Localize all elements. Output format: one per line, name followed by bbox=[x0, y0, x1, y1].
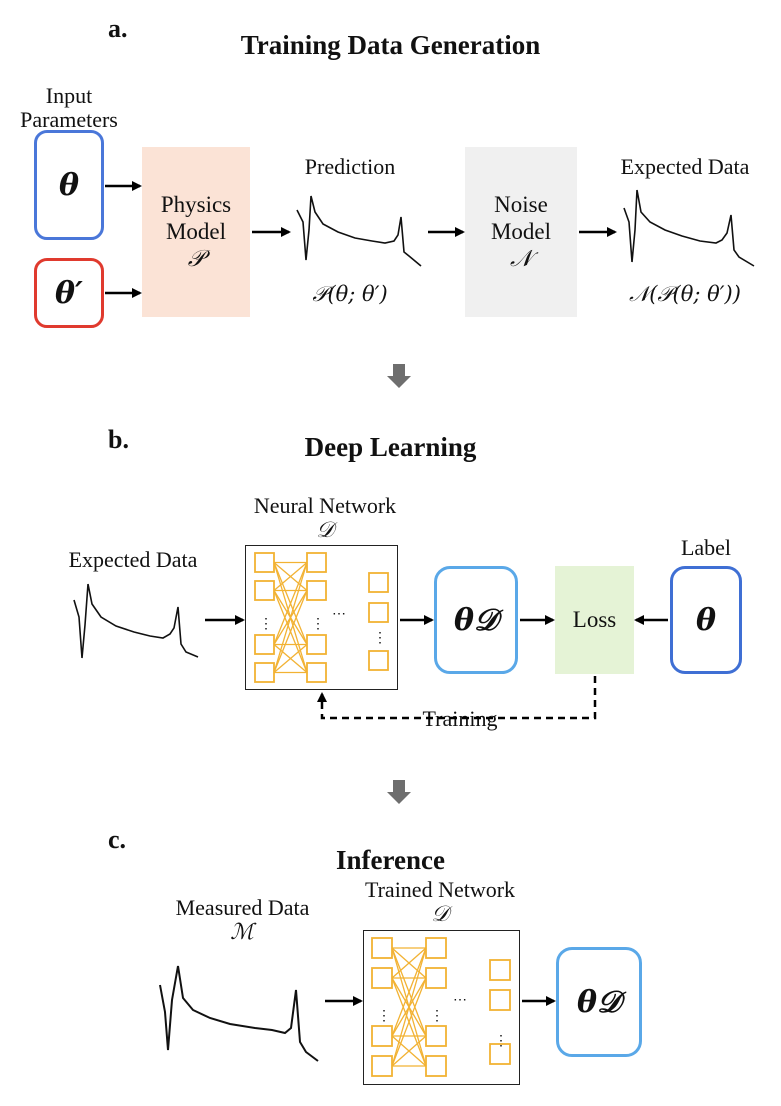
neuron-connection bbox=[391, 947, 427, 979]
ellipsis-glyph: ⋮ bbox=[430, 1009, 444, 1024]
label-title: Label bbox=[680, 535, 732, 560]
physics-model-line1: Physics bbox=[160, 191, 232, 217]
theta-input-box: θ bbox=[34, 130, 104, 240]
noise-model-symbol: 𝒩 bbox=[509, 245, 533, 272]
label-box: θ bbox=[670, 566, 742, 674]
panel-c-title: Inference bbox=[336, 845, 445, 875]
neuron-connection bbox=[273, 644, 308, 673]
panel-b-title: Deep Learning bbox=[304, 432, 477, 462]
panel-c-letter: c. bbox=[108, 825, 127, 854]
ellipsis-glyph: ⋯ bbox=[453, 993, 467, 1008]
neuron-connection bbox=[273, 562, 308, 591]
theta-d-output-box: θ𝒟 bbox=[434, 566, 518, 674]
neuron-connection bbox=[273, 562, 308, 673]
neuron-node bbox=[425, 937, 447, 959]
neuron-node bbox=[371, 1025, 393, 1047]
prediction-label: Prediction bbox=[304, 154, 396, 179]
ellipsis-glyph: ⋮ bbox=[311, 617, 325, 632]
neuron-node bbox=[371, 937, 393, 959]
loss-label: Loss bbox=[572, 607, 617, 632]
signal-trace-icon bbox=[159, 965, 319, 1062]
ellipsis-glyph: ⋮ bbox=[494, 1034, 508, 1049]
physics-model-box: Physics Model 𝒫 bbox=[142, 147, 250, 317]
theta-d-inference-box: θ𝒟 bbox=[556, 947, 642, 1057]
signal-trace-icon bbox=[73, 583, 199, 659]
neuron-node bbox=[371, 967, 393, 989]
neuron-connection bbox=[391, 947, 427, 1037]
ellipsis-glyph: ⋯ bbox=[332, 607, 346, 622]
signal-trace-icon bbox=[623, 189, 755, 267]
physics-model-line2: Model bbox=[165, 219, 227, 245]
neuron-node bbox=[306, 552, 327, 573]
neuron-node bbox=[489, 989, 511, 1011]
ellipsis-glyph: ⋮ bbox=[259, 617, 273, 632]
neural-network-label: Neural Network bbox=[253, 493, 397, 518]
neuron-node bbox=[254, 552, 275, 573]
input-parameters-label: Input Parameters bbox=[20, 83, 118, 133]
neural-network-icon: ⋮ ⋮ ⋯ ⋮ bbox=[371, 937, 511, 1077]
down-arrow-icon bbox=[387, 364, 411, 388]
signal-trace-icon bbox=[296, 195, 422, 267]
noise-model-line2: Model bbox=[490, 219, 552, 245]
neuron-node bbox=[254, 662, 275, 683]
panel-a-title: Training Data Generation bbox=[240, 30, 541, 60]
neuron-connection bbox=[273, 562, 308, 645]
neuron-node bbox=[254, 580, 275, 601]
neuron-node bbox=[306, 580, 327, 601]
neuron-node bbox=[368, 650, 389, 671]
theta-prime-input-box: θ′ bbox=[34, 258, 104, 328]
loss-box: Loss bbox=[555, 566, 634, 674]
noise-model-box: Noise Model 𝒩 bbox=[465, 147, 577, 317]
neuron-node bbox=[368, 602, 389, 623]
neuron-connection bbox=[273, 590, 308, 673]
expected-data-label-a: Expected Data bbox=[620, 154, 750, 179]
expected-formula: 𝒩(𝒫(θ; θ′)) bbox=[629, 282, 741, 306]
training-feedback-arrow bbox=[317, 676, 597, 720]
neuron-connection bbox=[391, 947, 427, 1067]
neuron-connection bbox=[391, 977, 427, 1067]
neuron-node bbox=[254, 634, 275, 655]
neuron-node bbox=[425, 1055, 447, 1077]
neuron-node bbox=[425, 1025, 447, 1047]
panel-a-letter: a. bbox=[108, 14, 128, 43]
panel-b-letter: b. bbox=[108, 425, 129, 454]
noise-model-line1: Noise bbox=[494, 191, 548, 217]
neuron-node bbox=[489, 959, 511, 981]
theta-prime-symbol: θ′ bbox=[55, 275, 83, 311]
neural-network-icon: ⋮ ⋮ ⋯ ⋮ bbox=[254, 552, 389, 683]
theta-symbol: θ bbox=[58, 167, 79, 203]
neuron-node bbox=[371, 1055, 393, 1077]
trained-network-label: Trained Network bbox=[364, 877, 516, 902]
prediction-formula: 𝒫(θ; θ′) bbox=[312, 282, 388, 306]
measured-symbol: ℳ bbox=[230, 920, 254, 945]
theta-d-output-symbol: θ𝒟 bbox=[454, 602, 498, 638]
neuron-connection bbox=[391, 1035, 427, 1067]
physics-model-symbol: 𝒫 bbox=[187, 245, 205, 272]
neuron-node bbox=[489, 1043, 511, 1065]
neuron-node bbox=[306, 634, 327, 655]
trained-network-symbol: 𝒟 bbox=[431, 902, 449, 927]
neuron-node bbox=[368, 572, 389, 593]
measured-data-label: Measured Data bbox=[175, 895, 310, 920]
theta-d-inference-symbol: θ𝒟 bbox=[577, 984, 621, 1020]
ellipsis-glyph: ⋮ bbox=[373, 631, 387, 646]
label-theta-symbol: θ bbox=[695, 602, 716, 638]
expected-data-label-b: Expected Data bbox=[68, 547, 198, 572]
neuron-node bbox=[306, 662, 327, 683]
neuron-node bbox=[425, 967, 447, 989]
ellipsis-glyph: ⋮ bbox=[377, 1009, 391, 1024]
down-arrow-icon bbox=[387, 780, 411, 804]
neural-network-symbol: 𝒟 bbox=[316, 518, 334, 543]
